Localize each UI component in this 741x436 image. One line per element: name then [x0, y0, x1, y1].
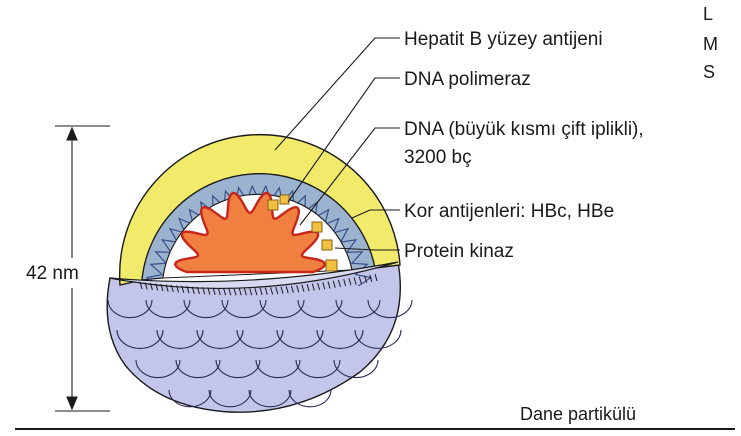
label-dna: DNA (büyük kısmı çift iplikli), [404, 119, 644, 140]
label-size: 42 nm [26, 263, 79, 284]
side-letter-l: L [703, 4, 713, 24]
label-core-antigens: Kor antijenleri: HBc, HBe [404, 201, 614, 222]
dna-polymerase-square [268, 200, 278, 210]
label-dna-length: 3200 bç [404, 147, 472, 168]
label-hbsag: Hepatit B yüzey antijeni [404, 29, 603, 50]
label-dna-polymerase: DNA polimeraz [404, 69, 531, 90]
side-letter-m: M [703, 34, 718, 54]
label-caption: Dane partikülü [520, 404, 636, 424]
label-protein-kinase: Protein kinaz [404, 241, 514, 262]
leader-hbsag [275, 38, 400, 150]
side-letter-s: S [703, 62, 715, 82]
